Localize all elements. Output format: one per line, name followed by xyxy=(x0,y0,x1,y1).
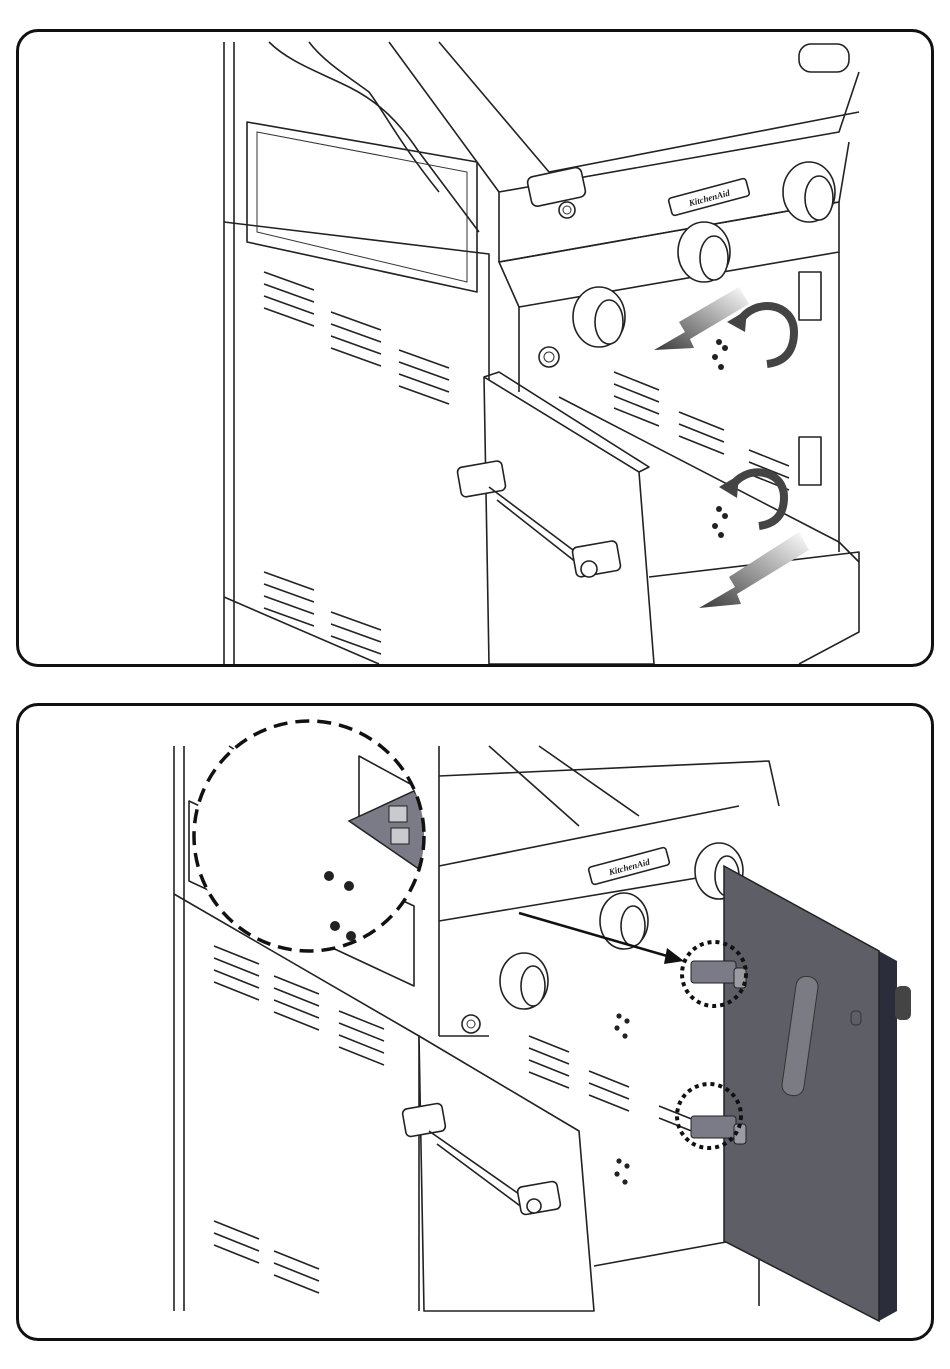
rotate-arrow-lower xyxy=(719,472,784,526)
screw-icon xyxy=(330,921,340,931)
remove-arrow-lower xyxy=(699,532,809,608)
screw-icon xyxy=(716,339,722,345)
screw-group-lower xyxy=(712,506,728,538)
control-knob-2 xyxy=(678,222,730,282)
igniter-button xyxy=(462,1015,480,1033)
cabinet-door-left xyxy=(457,372,654,664)
control-knob-1 xyxy=(500,953,548,1009)
step-panel-bottom: KitchenAid xyxy=(16,703,934,1341)
grill-lid xyxy=(269,42,859,262)
screw-icon xyxy=(716,506,722,512)
control-knob-2 xyxy=(600,893,648,949)
screw-icon xyxy=(622,1033,627,1038)
grill-illustration-top: KitchenAid xyxy=(19,32,931,664)
cabinet-door-right xyxy=(724,866,911,1321)
rotate-arrow-upper xyxy=(727,306,794,364)
screw-icon xyxy=(722,345,728,351)
screw-icon xyxy=(712,523,718,529)
brand-badge: KitchenAid xyxy=(588,847,670,885)
screw-icon xyxy=(712,354,718,360)
screw-icon xyxy=(722,513,728,519)
step-panel-top: KitchenAid xyxy=(16,29,934,667)
screw-icon xyxy=(624,1163,629,1168)
screw-group-upper xyxy=(712,339,728,370)
left-cabinet xyxy=(224,42,489,664)
screw-icon xyxy=(324,871,334,881)
screw-icon xyxy=(718,532,724,538)
brand-badge: KitchenAid xyxy=(668,178,750,216)
screw-icon xyxy=(614,1171,619,1176)
screw-icon xyxy=(718,364,724,370)
screw-icon xyxy=(624,1018,629,1023)
frame-brackets xyxy=(799,272,821,485)
screw-group-lower xyxy=(614,1158,629,1184)
screw-icon xyxy=(344,881,354,891)
screw-icon xyxy=(616,1158,621,1163)
control-knob-1 xyxy=(573,287,625,347)
control-knob-3 xyxy=(783,162,835,222)
grill-illustration-bottom: KitchenAid xyxy=(19,706,931,1338)
screw-icon xyxy=(346,931,356,941)
screw-icon xyxy=(614,1025,619,1030)
screw-icon xyxy=(616,1013,621,1018)
igniter-button xyxy=(539,347,559,367)
screw-icon xyxy=(622,1179,627,1184)
zoom-detail-hinge xyxy=(194,706,559,966)
screw-group-upper xyxy=(614,1013,629,1038)
